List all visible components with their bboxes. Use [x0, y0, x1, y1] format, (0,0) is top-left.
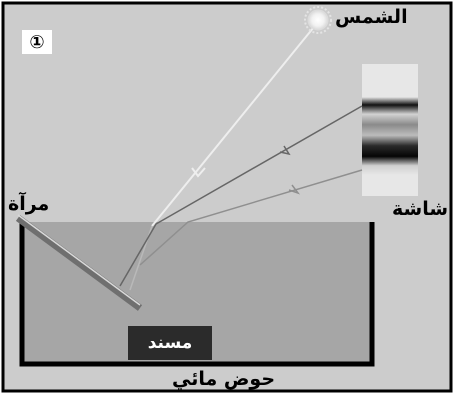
sun-label: الشمس [335, 6, 408, 28]
support-block-shape [128, 326, 212, 360]
mirror-label: مرآة [8, 193, 50, 215]
dark-ray [119, 105, 363, 287]
panel-number: ① [22, 30, 52, 54]
mid-ray [139, 169, 363, 266]
screen [362, 64, 418, 196]
incident-ray-arrow [191, 167, 206, 178]
mirror [15, 215, 143, 311]
screen-label: شاشة [392, 198, 449, 220]
sun-icon [304, 6, 332, 34]
mid-ray-arrow [288, 184, 301, 195]
dark-ray-arrow [279, 145, 291, 156]
mirror-highlight [17, 214, 141, 306]
water-basin [19, 222, 375, 367]
support-label: مسند [147, 333, 193, 353]
water-basin-label: حوض مائي [172, 368, 276, 390]
incident-ray [151, 21, 319, 227]
